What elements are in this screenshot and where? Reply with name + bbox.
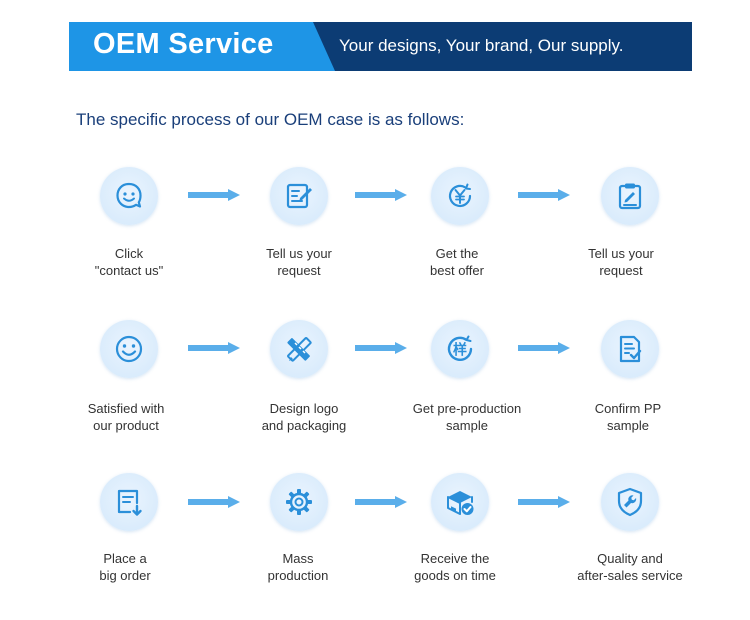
order-download-icon bbox=[117, 489, 142, 516]
step-1-label: Click"contact us" bbox=[94, 246, 164, 278]
sample-refresh-icon: 样 bbox=[447, 335, 473, 362]
document-check-icon bbox=[619, 335, 642, 363]
smiley-face-icon bbox=[115, 335, 143, 363]
header-banner: OEM Service Your designs, Your brand, Ou… bbox=[69, 22, 692, 71]
gear-icon bbox=[286, 489, 312, 515]
step-2-icon-circle bbox=[270, 167, 328, 225]
arrow-right-icon bbox=[518, 496, 570, 508]
arrow-right-icon bbox=[188, 189, 240, 201]
step-5-icon-circle bbox=[100, 320, 158, 378]
banner-title: OEM Service bbox=[93, 28, 274, 60]
yen-coin-icon bbox=[448, 183, 472, 208]
banner-tagline: Your designs, Your brand, Our supply. bbox=[339, 36, 624, 55]
step-3-icon-circle bbox=[431, 167, 489, 225]
arrow-right-icon bbox=[518, 342, 570, 354]
step-4-icon-circle bbox=[601, 167, 659, 225]
chat-smile-icon bbox=[116, 182, 142, 209]
arrow-right-icon bbox=[355, 342, 407, 354]
arrow-right-icon bbox=[188, 342, 240, 354]
step-9-icon-circle bbox=[100, 473, 158, 531]
arrow-right-icon bbox=[188, 496, 240, 508]
ruler-pencil-icon bbox=[287, 337, 312, 362]
banner-background bbox=[69, 22, 692, 71]
step-6-icon-circle bbox=[270, 320, 328, 378]
arrow-right-icon bbox=[355, 496, 407, 508]
arrow-right-icon bbox=[355, 189, 407, 201]
package-check-icon bbox=[447, 491, 474, 515]
step-1-icon-circle bbox=[100, 167, 158, 225]
arrow-right-icon bbox=[518, 189, 570, 201]
clipboard-edit-icon bbox=[618, 183, 642, 210]
edit-document-icon bbox=[286, 183, 312, 209]
shield-wrench-icon bbox=[617, 487, 643, 517]
step-7-icon-circle: 样 bbox=[431, 320, 489, 378]
step-11-icon-circle bbox=[431, 473, 489, 531]
step-10-icon-circle bbox=[270, 473, 328, 531]
step-12-icon-circle bbox=[601, 473, 659, 531]
process-subtitle: The specific process of our OEM case is … bbox=[76, 110, 465, 129]
svg-text:样: 样 bbox=[453, 342, 467, 359]
step-8-icon-circle bbox=[601, 320, 659, 378]
